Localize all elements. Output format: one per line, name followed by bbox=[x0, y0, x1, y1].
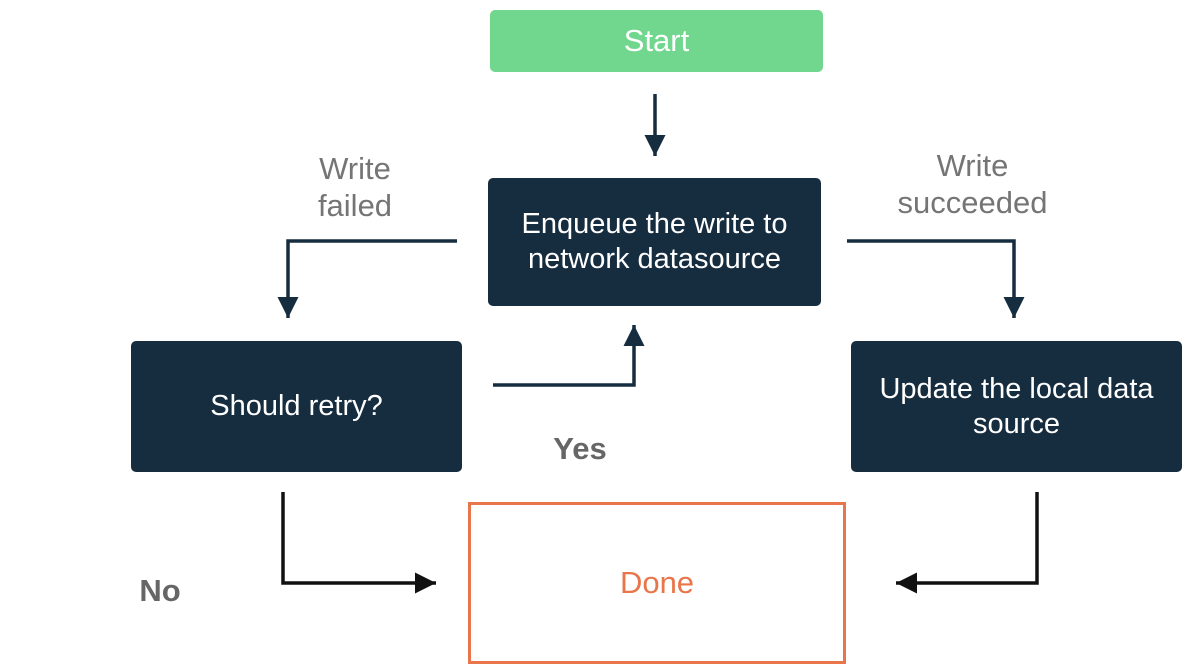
enqueue-node-line-2: network datasource bbox=[527, 243, 782, 275]
arrow-enqueue-to-retry bbox=[277, 239, 457, 318]
write-failed-label: Write failed bbox=[290, 150, 420, 224]
start-node-label: Start bbox=[623, 23, 690, 59]
enqueue-node-line-1: Enqueue the write to bbox=[521, 208, 788, 241]
no-label: No bbox=[139, 573, 181, 608]
write-failed-line-2: failed bbox=[317, 188, 393, 224]
yes-label: Yes bbox=[553, 431, 607, 466]
write-succeeded-line-1: Write bbox=[936, 148, 1009, 183]
update-local-node-line-1: Update the local data bbox=[879, 372, 1154, 405]
update-local-node-line-2: source bbox=[972, 407, 1061, 440]
enqueue-node: Enqueue the write to network datasource bbox=[488, 178, 821, 306]
start-node: Start bbox=[490, 10, 823, 72]
done-node-label: Done bbox=[619, 565, 695, 601]
done-node: Done bbox=[468, 502, 846, 664]
write-succeeded-line-2: succeeded bbox=[897, 185, 1048, 221]
should-retry-node: Should retry? bbox=[131, 341, 462, 472]
arrow-enqueue-to-update bbox=[847, 239, 1025, 318]
arrow-retry-yes-to-enqueue bbox=[493, 325, 645, 387]
should-retry-node-label: Should retry? bbox=[210, 390, 383, 423]
write-succeeded-label: Write succeeded bbox=[880, 147, 1065, 221]
arrow-update-to-done bbox=[896, 492, 1039, 594]
write-failed-line-1: Write bbox=[319, 151, 391, 186]
update-local-node: Update the local data source bbox=[851, 341, 1182, 472]
arrow-retry-no-to-done bbox=[281, 492, 436, 594]
